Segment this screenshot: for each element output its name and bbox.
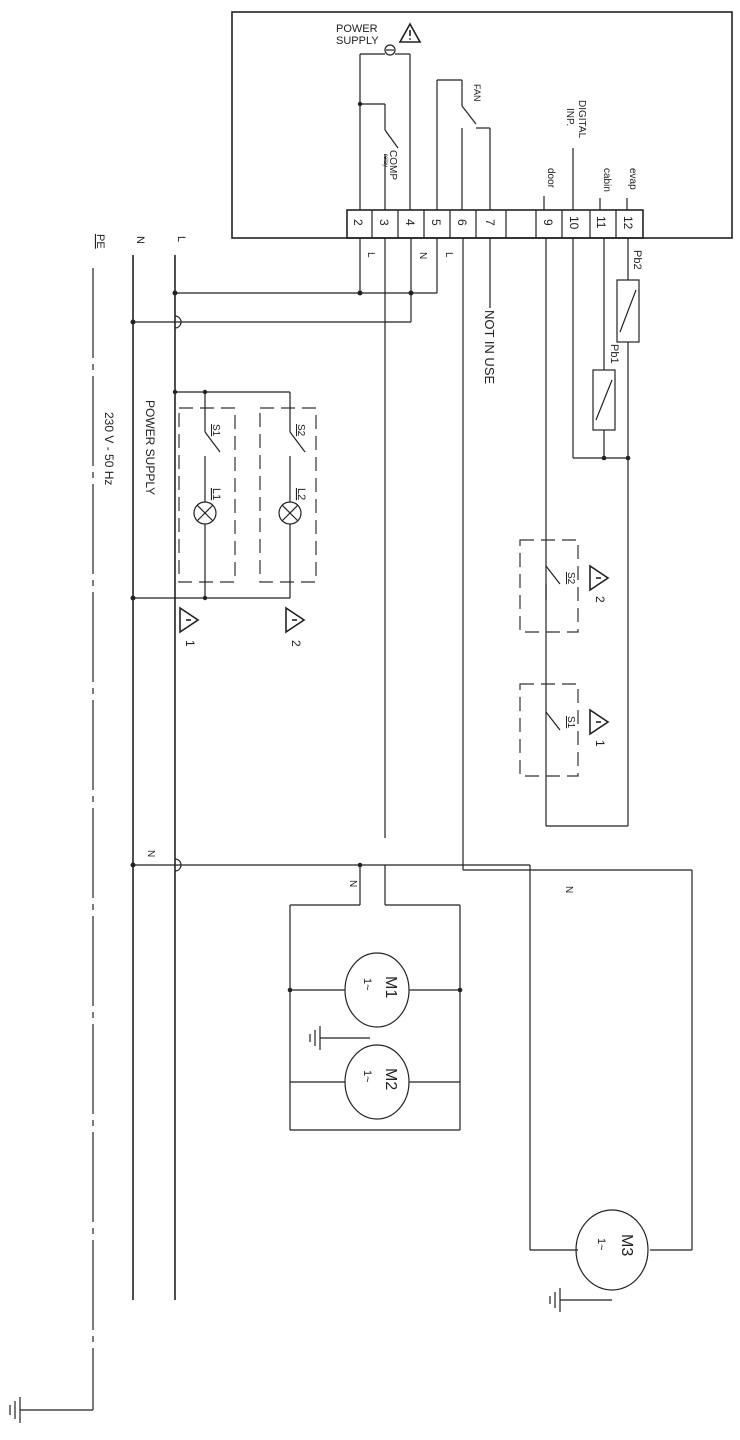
- fan-label: FAN: [472, 84, 482, 102]
- switch-s2: [289, 431, 306, 453]
- digital-inp-label-2: INP.: [564, 108, 575, 126]
- power-connector-icon: [384, 44, 396, 56]
- power-supply-label-line2: SUPPLY: [336, 35, 379, 47]
- digital-inp-label-1: DIGITAL: [576, 100, 587, 139]
- terminal-10: 10: [567, 216, 581, 230]
- motor-m1-phase: 1~: [361, 978, 373, 991]
- switch-s1-label: S1: [210, 424, 221, 437]
- n-bus-label: N: [145, 850, 156, 857]
- warning-icon-lamp-1: [179, 606, 200, 634]
- ground-icon-pe: [9, 1397, 21, 1423]
- n-motor3-label: N: [563, 886, 574, 893]
- switch-s2-label: S2: [295, 424, 306, 437]
- motor-m3-phase: 1~: [595, 1238, 607, 1251]
- motor-m2-phase: 1~: [361, 1070, 373, 1083]
- terminal-6: 6: [455, 219, 469, 226]
- door-switch-s2: [545, 565, 561, 585]
- power-supply-text: POWER SUPPLY: [143, 400, 157, 495]
- ground-icon-m3: [549, 1288, 561, 1312]
- crossover-mark: [174, 858, 182, 872]
- evap-label: evap: [627, 168, 638, 190]
- motor-m1: [344, 952, 410, 1028]
- motor-m2: [344, 1044, 410, 1120]
- fan-contact: [461, 105, 477, 125]
- lamp-l1-icon: [193, 501, 217, 525]
- lamp-l2-box: [259, 407, 317, 583]
- comp-label: COMP: [387, 150, 398, 180]
- lamp-l1-label: L1: [210, 488, 222, 500]
- bus-label-l: L: [175, 236, 187, 242]
- door-switch-s2-box: [519, 539, 579, 633]
- terminal-4-n-label: N: [417, 252, 428, 259]
- door-switch-s1-box: [519, 683, 579, 777]
- voltage-text: 230 V - 50 Hz: [102, 412, 116, 485]
- door-label: door: [545, 168, 556, 189]
- terminal-4: 4: [403, 219, 417, 226]
- motor-m2-label: M2: [382, 1068, 399, 1090]
- terminal-2-l-label: L: [365, 252, 376, 258]
- warning-icon-lamp-2: [285, 606, 306, 634]
- motor-m1-label: M1: [382, 976, 399, 998]
- lamp-warning-1-label: 1: [183, 640, 197, 647]
- lamp-warning-2-label: 2: [289, 640, 303, 647]
- terminal-5-l-label: L: [443, 252, 454, 258]
- pb1-label: Pb1: [608, 344, 620, 364]
- warning-icon-door-2: [589, 564, 610, 592]
- n-motor12-label: N: [347, 880, 358, 887]
- terminal-5: 5: [429, 219, 443, 226]
- terminal-7: 7: [483, 219, 497, 226]
- ground-icon-m1-m2: [309, 1026, 321, 1050]
- terminal-11: 11: [594, 216, 608, 229]
- motor-m3-label: M3: [618, 1234, 635, 1256]
- bus-label-n: N: [134, 236, 146, 244]
- lamp-l2-label: L2: [295, 488, 307, 500]
- cabin-label: cabin: [601, 168, 612, 192]
- switch-s1: [204, 431, 221, 453]
- motor-m3: [575, 1209, 649, 1291]
- door-switch-s1: [545, 711, 561, 731]
- door-s2-label: S2: [565, 572, 576, 585]
- lamp-l1-box: [178, 407, 236, 583]
- crossover-mark: [174, 315, 182, 329]
- terminal-3: 3: [377, 219, 391, 226]
- power-supply-label-line1: POWER: [336, 23, 378, 35]
- warning-icon-door-1: [589, 708, 610, 736]
- bus-label-pe: PE: [94, 234, 106, 249]
- controller-box: [231, 11, 733, 239]
- door-warning-2-label: 2: [593, 596, 607, 603]
- comp-sublabel: relay: [382, 154, 388, 167]
- terminal-12: 12: [621, 216, 635, 230]
- not-in-use-label: NOT IN USE: [482, 310, 497, 384]
- warning-icon: [398, 22, 422, 43]
- comp-contact: [384, 129, 399, 149]
- pb2-label: Pb2: [631, 250, 643, 270]
- door-s1-label: S1: [565, 716, 576, 729]
- lamp-l2-icon: [278, 501, 302, 525]
- door-warning-1-label: 1: [593, 740, 607, 747]
- terminal-2: 2: [351, 219, 365, 226]
- terminal-9: 9: [541, 219, 555, 226]
- terminal-strip: 2 3 4 5 6 7 9 10 11 12: [346, 209, 644, 239]
